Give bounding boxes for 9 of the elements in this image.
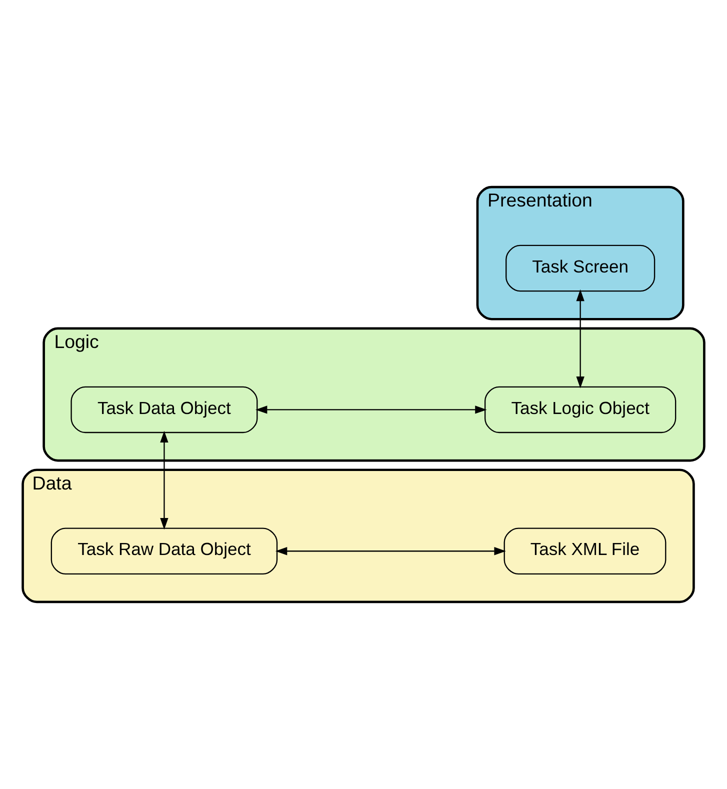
arrow — [160, 430, 168, 530]
arrow — [576, 289, 584, 388]
arrow — [255, 406, 487, 414]
node-box: Task Data Object — [70, 386, 258, 434]
arrow — [275, 547, 506, 556]
node-box: Task Logic Object — [484, 386, 676, 434]
node-box: Task Raw Data Object — [50, 528, 278, 574]
node-box: Task XML File — [504, 528, 666, 574]
node-box: Task Screen — [506, 244, 656, 292]
